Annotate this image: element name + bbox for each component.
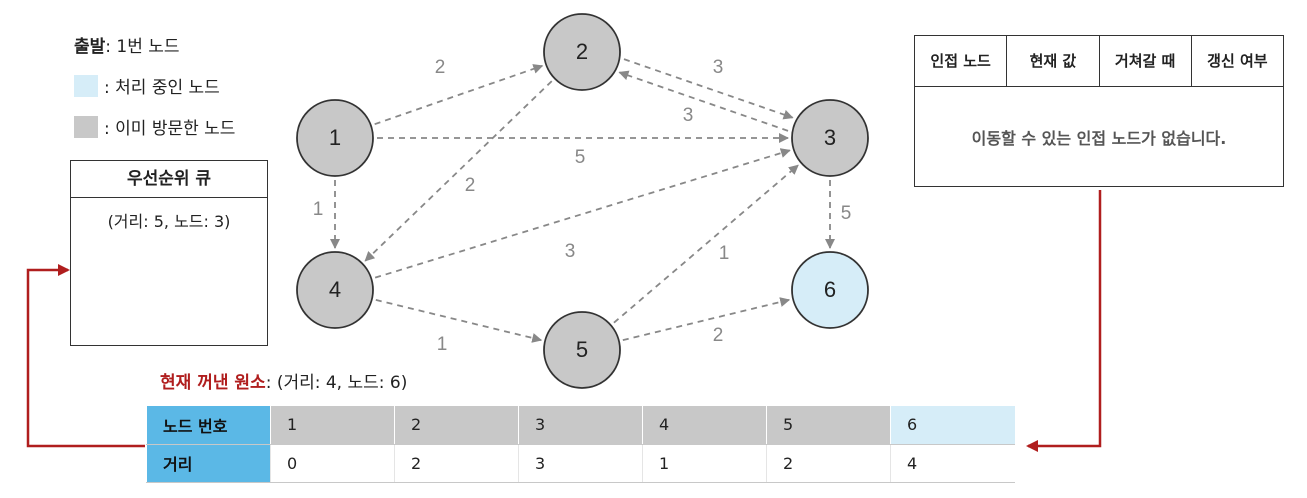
graph-node-5: 5 (543, 311, 621, 389)
graph-node-label: 4 (329, 277, 341, 302)
legend-start-label: 출발 (74, 37, 106, 57)
legend-start: 출발: 1번 노드 (74, 32, 180, 57)
graph-node-1: 1 (296, 99, 374, 177)
graph-node-2: 2 (543, 13, 621, 91)
adjacent-header-node: 인접 노드 (915, 36, 1008, 86)
edge-weight-label: 5 (841, 203, 852, 224)
legend-processing: : 처리 중인 노드 (74, 73, 220, 98)
node-id-cell: 3 (518, 406, 643, 445)
visited-swatch (74, 115, 98, 138)
edge-1-to-2 (374, 64, 544, 126)
edge-weight-label: 2 (713, 325, 724, 346)
current-pop: 현재 꺼낸 원소: (거리: 4, 노드: 6) (160, 368, 407, 393)
distance-row: 거리 0 2 3 1 2 4 (146, 444, 1015, 483)
edge-weight-label: 5 (575, 147, 586, 168)
priority-queue-box: 우선순위 큐 (거리: 5, 노드: 3) (70, 160, 268, 346)
graph-node-3: 3 (791, 99, 869, 177)
graph-node-circle (791, 251, 869, 329)
edge-4-to-5 (375, 299, 543, 343)
adjacent-table-message: 이동할 수 있는 인접 노드가 없습니다. (971, 129, 1227, 148)
distance-cell: 2 (394, 444, 519, 483)
edge-weight-label: 3 (565, 241, 576, 262)
edge-weight-label: 1 (719, 243, 730, 264)
current-pop-value: : (거리: 4, 노드: 6) (265, 373, 408, 393)
edge-weight-label: 1 (313, 199, 324, 220)
adjacent-header-updated: 갱신 여부 (1207, 52, 1268, 70)
current-pop-label: 현재 꺼낸 원소 (160, 373, 266, 393)
graph-node-label: 3 (824, 125, 836, 150)
edge-weight-label: 3 (683, 105, 694, 126)
edge-5-to-6 (622, 297, 791, 341)
priority-queue-item: (거리: 5, 노드: 3) (107, 212, 231, 231)
adjacent-header-via: 거쳐갈 때 (1100, 36, 1192, 86)
node-id-cell: 4 (642, 406, 767, 445)
edge-weight-label: 1 (437, 334, 448, 355)
node-id-row: 노드 번호 1 2 3 4 5 6 (146, 406, 1015, 445)
graph-node-label: 1 (329, 125, 341, 150)
legend-visited: : 이미 방문한 노드 (74, 114, 235, 139)
graph-node-4: 4 (296, 251, 374, 329)
node-id-header: 노드 번호 (146, 406, 271, 445)
distance-header: 거리 (146, 444, 271, 483)
graph-node-label: 2 (576, 39, 588, 64)
edge-3-to-2 (618, 70, 789, 132)
distance-cell: 4 (890, 444, 1015, 483)
edges-layer: 2 5 1 3 3 2 3 1 1 2 5 (313, 57, 852, 355)
graph-node-circle (296, 251, 374, 329)
adjacent-table-header: 인접 노드 현재 값 거쳐갈 때 갱신 여부 (915, 36, 1283, 87)
graph-node-circle (543, 311, 621, 389)
graph-node-6: 6 (791, 251, 869, 329)
adjacent-table: 인접 노드 현재 값 거쳐갈 때 갱신 여부 이동할 수 있는 인접 노드가 없… (914, 35, 1284, 187)
connector-adj-to-table (1026, 190, 1102, 452)
edge-weight-label: 3 (713, 57, 724, 78)
priority-queue-title: 우선순위 큐 (71, 161, 267, 198)
legend-start-value: : 1번 노드 (105, 37, 180, 57)
node-id-cell-highlighted: 6 (890, 406, 1015, 445)
processing-swatch (74, 74, 98, 97)
node-id-cell: 5 (766, 406, 891, 445)
distance-cell: 3 (518, 444, 643, 483)
graph-node-label: 6 (824, 277, 836, 302)
graph-node-circle (791, 99, 869, 177)
legend-visited-label: : 이미 방문한 노드 (104, 119, 236, 139)
node-id-cell: 2 (394, 406, 519, 445)
connector-table-to-queue (26, 264, 145, 448)
distance-cell: 0 (270, 444, 395, 483)
legend-processing-label: : 처리 중인 노드 (104, 78, 220, 98)
edge-2-to-3 (623, 58, 794, 120)
edge-weight-label: 2 (465, 175, 476, 196)
edge-2-to-4 (364, 80, 553, 262)
node-id-cell: 1 (270, 406, 395, 445)
graph-node-label: 5 (576, 337, 588, 362)
edge-weight-label: 2 (435, 57, 446, 78)
adjacent-header-current: 현재 값 (1007, 36, 1100, 86)
graph-node-circle (296, 99, 374, 177)
distance-cell: 2 (766, 444, 891, 483)
node-distance-table: 노드 번호 1 2 3 4 5 6 거리 0 2 3 1 2 4 (146, 406, 1015, 483)
edge-5-to-3 (613, 164, 799, 324)
graph-node-circle (543, 13, 621, 91)
nodes-layer: 1 2 3 4 5 6 (296, 13, 869, 389)
distance-cell: 1 (642, 444, 767, 483)
